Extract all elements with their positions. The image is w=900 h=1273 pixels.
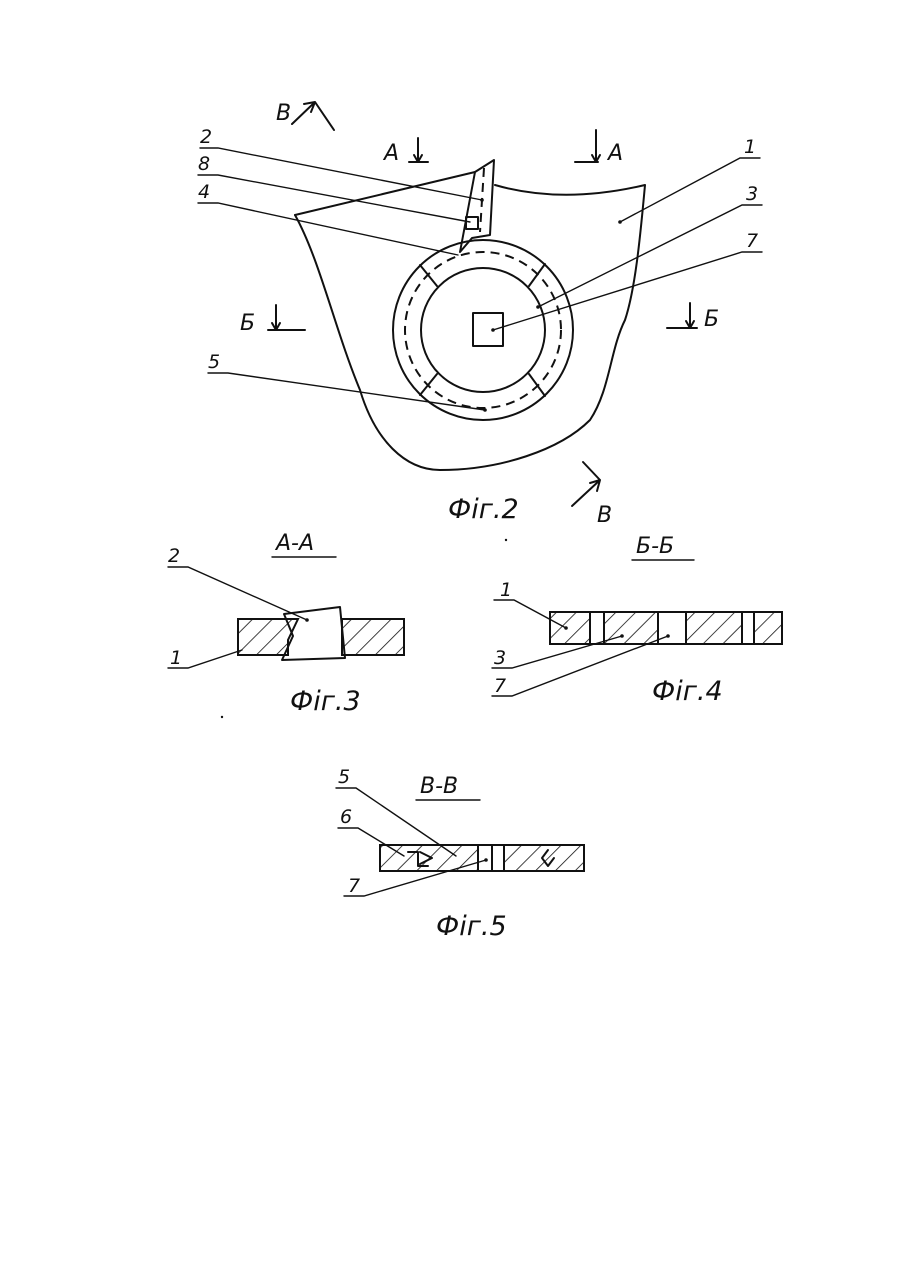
fig3-section-a-a: А-А 2 1 Фiг.3 [168,531,404,717]
fig2-mark-v-bottom: В [597,503,612,528]
fig5-caption: Фiг.5 [436,911,507,942]
fig4-caption: Фiг.4 [652,676,723,707]
fig2-body-outline [295,185,645,470]
fig2-caption: Фiг.2 [448,494,519,525]
fig5-callout-7: 7 [348,875,360,897]
fig5-callout-6: 6 [340,806,352,828]
fig4-dot-3 [620,634,624,638]
fig2-arrow-v-top [292,102,334,130]
fig2-leader-1 [620,158,760,222]
fig5-body-right [504,845,584,871]
fig5-section-v-v: В-В 5 6 7 Фiг.5 [336,766,584,942]
fig4-gap-right [742,612,754,644]
fig5-dot-7 [484,858,488,862]
fig2-dot-2 [480,198,484,202]
fig2-arrow-v-bottom [572,462,600,506]
fig2-arrow-b-left [268,305,305,330]
fig2-dot-5 [483,408,487,412]
fig2-mark-v-top: В [276,101,291,126]
scan-speck [505,539,507,541]
fig5-gap [492,845,504,871]
fig4-hole-7 [658,612,686,644]
fig2-mark-b-left: Б [240,311,255,336]
fig2-pin-8 [466,217,478,229]
fig4-callout-1: 1 [500,579,512,601]
fig2-mark-b-right: Б [704,307,719,332]
fig4-callout-3: 3 [494,647,506,669]
fig4-callout-7: 7 [494,675,506,697]
fig4-dot-1 [564,626,568,630]
fig4-body-left [550,612,590,644]
fig2-slot-bl [420,374,437,395]
fig2-square-hole-7 [473,313,503,346]
fig3-title: А-А [274,531,314,556]
fig2-callout-7: 7 [746,230,758,252]
fig2-callout-3: 3 [746,183,758,205]
fig2-callout-1: 1 [744,136,756,158]
fig2-main-view: А А Б Б В В 2 8 4 5 1 3 7 Фiг.2 [198,101,762,528]
fig2-arrow-a-left [409,138,428,162]
fig2-leader-7 [493,252,762,330]
fig2-callout-2: 2 [200,126,212,148]
fig3-caption: Фiг.3 [290,686,361,717]
fig2-slot-br [529,374,545,396]
fig2-mark-a-right: А [606,141,623,166]
fig4-title: Б-Б [636,534,674,559]
fig2-arrow-a-right [575,130,600,162]
fig3-blade-2 [282,607,345,660]
fig3-leader-2 [168,567,307,620]
fig2-callout-5: 5 [208,351,220,373]
scan-speck [221,716,223,718]
fig5-callout-5: 5 [338,766,350,788]
fig2-slot-tr [529,264,545,286]
fig2-dot-1 [618,220,622,224]
fig3-plate-right [342,619,404,655]
fig2-leader-4 [198,203,458,255]
fig2-disk-3 [421,268,545,392]
fig4-dot-7 [666,634,670,638]
fig2-mark-a-left: А [382,141,399,166]
fig5-title: В-В [420,774,458,799]
fig4-gap-left [590,612,604,644]
fig5-hole-7 [478,845,492,871]
fig2-dot-7 [491,328,495,332]
fig4-body-right [754,612,782,644]
fig2-dot-3 [536,305,540,309]
fig4-disk-right [686,612,742,644]
fig2-callout-8: 8 [198,153,210,175]
fig2-callout-4: 4 [198,181,210,203]
fig3-callout-2: 2 [168,545,180,567]
fig4-section-b-b: Б-Б 1 3 7 Фiг.4 [492,534,782,707]
fig2-arrow-b-right [667,303,697,328]
fig3-callout-1: 1 [170,647,182,669]
fig3-dot-2 [305,618,309,622]
fig2-leader-2 [200,148,482,200]
